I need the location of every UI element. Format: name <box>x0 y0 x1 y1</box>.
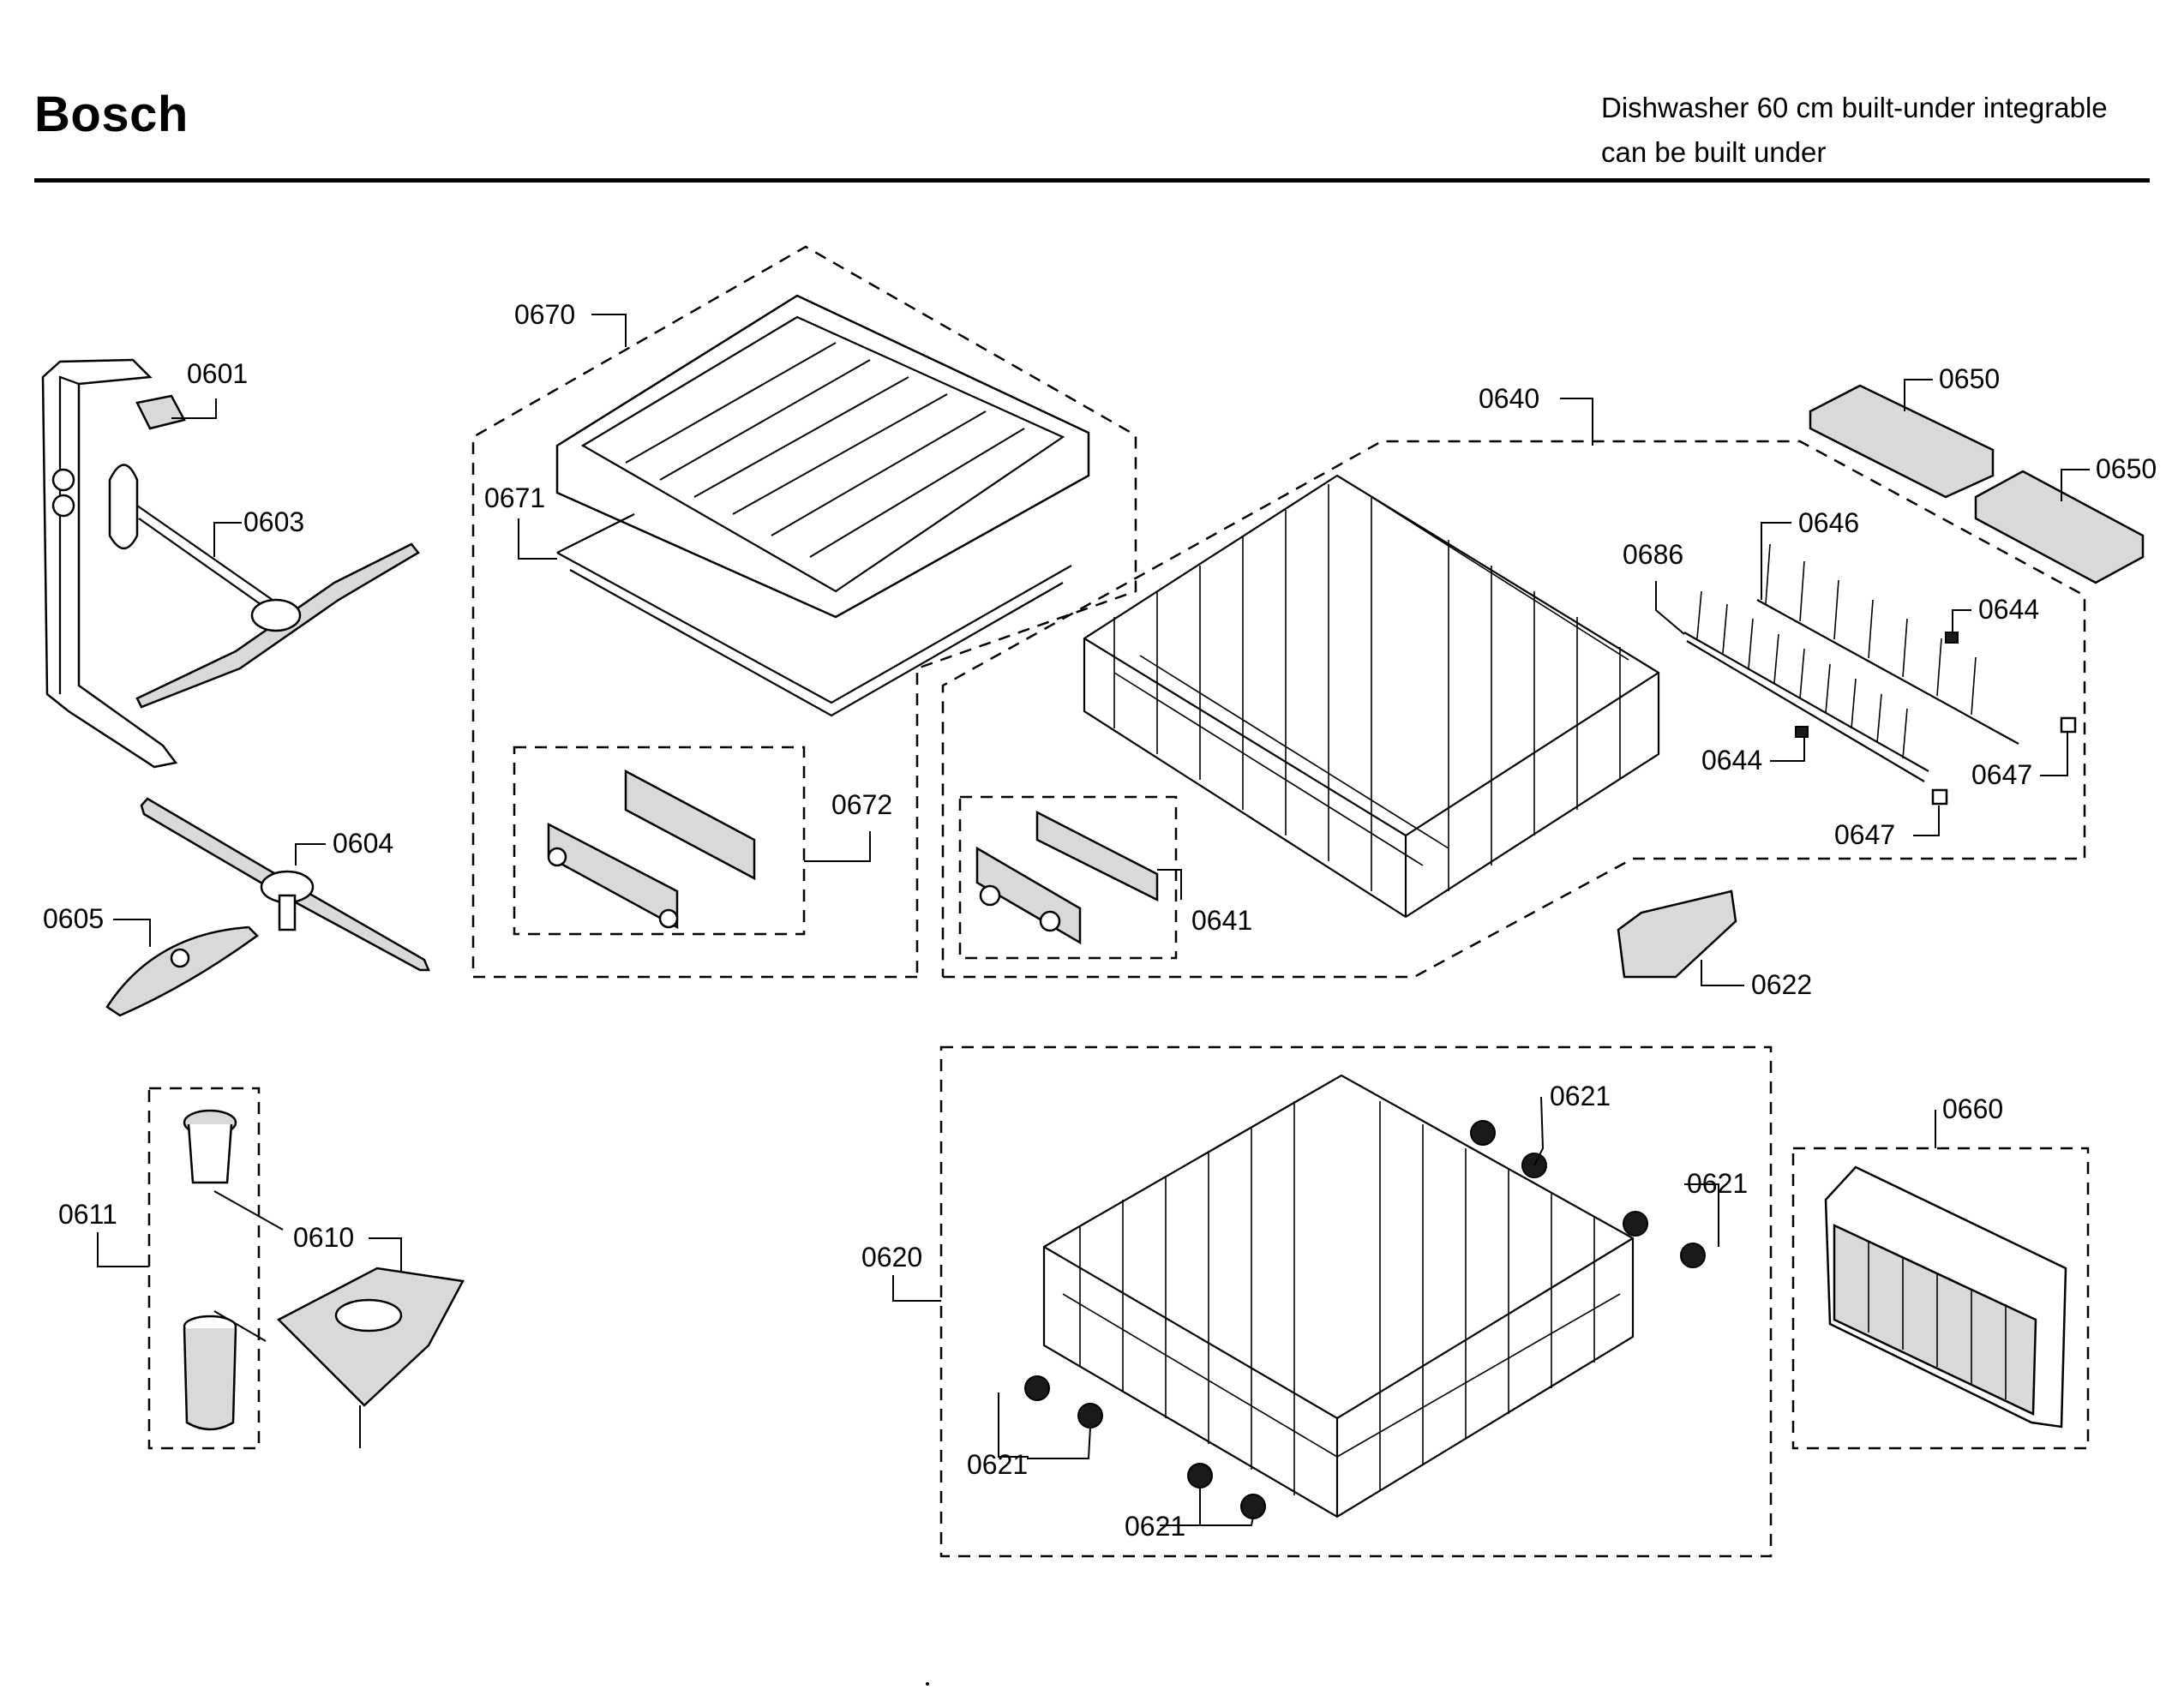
callout-0670: 0670 <box>514 299 575 330</box>
callout-0640: 0640 <box>1479 383 1539 414</box>
lower-rack <box>1042 1074 1635 1518</box>
callout-0603: 0603 <box>243 506 304 537</box>
callout-0660: 0660 <box>1942 1093 2003 1124</box>
callout-0621-c: 0621 <box>967 1449 1028 1480</box>
leader-0686 <box>1655 581 1685 635</box>
leader-0621f <box>1160 1516 1254 1526</box>
stray-mark <box>926 1682 929 1686</box>
cup-shelf-2 <box>1974 470 2145 584</box>
model-description: Dishwasher 60 cm built-under integrable … <box>1601 86 2108 175</box>
description-line-1: Dishwasher 60 cm built-under integrable <box>1601 92 2108 123</box>
leader-0670 <box>591 314 627 347</box>
leader-lines <box>97 314 2090 1526</box>
callout-0622: 0622 <box>1751 969 1812 1000</box>
leader-0621b <box>1684 1183 1719 1247</box>
upper-rack-group-outline <box>941 440 2086 979</box>
leader-0604 <box>295 843 326 865</box>
leader-0671 <box>518 518 557 560</box>
leader-0647b <box>1913 806 1940 836</box>
cutlery-basket-box <box>1791 1147 2090 1450</box>
spray-supply-pipe <box>41 358 186 769</box>
upper-rack-rails <box>975 810 1159 945</box>
tray-side-rails <box>547 769 756 930</box>
leader-0647a <box>2040 733 2068 776</box>
cup-shelf-1 <box>1809 384 1995 499</box>
leader-0603 <box>213 522 242 557</box>
leader-0622 <box>1701 960 1744 986</box>
callout-0621-a: 0621 <box>1550 1081 1611 1111</box>
leader-0650b <box>2061 469 2090 501</box>
filter-cylinder <box>183 1109 284 1431</box>
lower-rack-box <box>939 1045 1773 1558</box>
leader-0621a <box>1533 1096 1545 1166</box>
tray-wire-frame <box>556 513 1072 717</box>
brand-title: Bosch <box>34 87 189 142</box>
callout-0647-a: 0647 <box>1971 759 2032 790</box>
callout-0644-b: 0644 <box>1701 745 1762 776</box>
leader-0621c <box>998 1393 1029 1458</box>
leader-0620 <box>892 1275 941 1302</box>
callout-0650-b: 0650 <box>2096 453 2157 484</box>
callout-0621-d: 0621 <box>1125 1511 1185 1542</box>
small-clips <box>1795 632 2077 806</box>
rack-handle <box>1617 889 1737 979</box>
callout-0621-b: 0621 <box>1687 1168 1748 1199</box>
callout-0646: 0646 <box>1798 507 1859 538</box>
callout-0605: 0605 <box>43 903 104 934</box>
callout-0672: 0672 <box>831 789 892 820</box>
leader-0610 <box>369 1237 402 1273</box>
callout-0604: 0604 <box>333 828 393 859</box>
leader-0650a <box>1904 379 1933 411</box>
filter-cover-plate <box>105 925 259 1017</box>
leader-0611 <box>97 1232 149 1267</box>
leader-0605 <box>113 919 151 947</box>
callout-0647-b: 0647 <box>1834 819 1895 850</box>
header-rule <box>34 178 2150 183</box>
leader-0672 <box>804 831 871 862</box>
callout-0610: 0610 <box>293 1222 354 1253</box>
leader-0640 <box>1560 398 1593 446</box>
callout-0686: 0686 <box>1623 539 1683 570</box>
callout-0671: 0671 <box>484 482 545 513</box>
leader-0641 <box>1157 869 1182 900</box>
upper-spray-arm <box>108 464 420 709</box>
leader-0601 <box>171 398 217 419</box>
callout-0650-a: 0650 <box>1939 363 2000 394</box>
rail-clip-box <box>958 795 1178 960</box>
callout-labels: 0601 0603 0604 0605 0611 0610 0670 0671 … <box>43 299 2157 1542</box>
rail-set-box <box>513 746 806 936</box>
lower-spray-arm <box>140 797 430 972</box>
filter-box <box>147 1087 261 1450</box>
leader-0644a <box>1952 609 1971 632</box>
cutlery-basket <box>1824 1165 2067 1428</box>
leader-0646 <box>1761 522 1791 600</box>
leader-0644b <box>1770 737 1805 762</box>
callout-0644-a: 0644 <box>1978 594 2039 625</box>
callout-0611: 0611 <box>58 1199 117 1230</box>
group-outlines <box>147 245 2090 1558</box>
rack-wheels <box>1024 1120 1706 1519</box>
callout-0601: 0601 <box>187 358 248 389</box>
upper-rack <box>1083 474 1660 919</box>
leader-0621d <box>1027 1426 1091 1459</box>
fine-filter-plate <box>276 1267 465 1448</box>
callout-0620: 0620 <box>861 1242 922 1273</box>
description-line-2: can be built under <box>1601 136 1827 168</box>
top-cutlery-tray <box>555 294 1090 619</box>
callout-0641: 0641 <box>1191 905 1252 936</box>
folding-tine-row <box>1683 543 2019 782</box>
